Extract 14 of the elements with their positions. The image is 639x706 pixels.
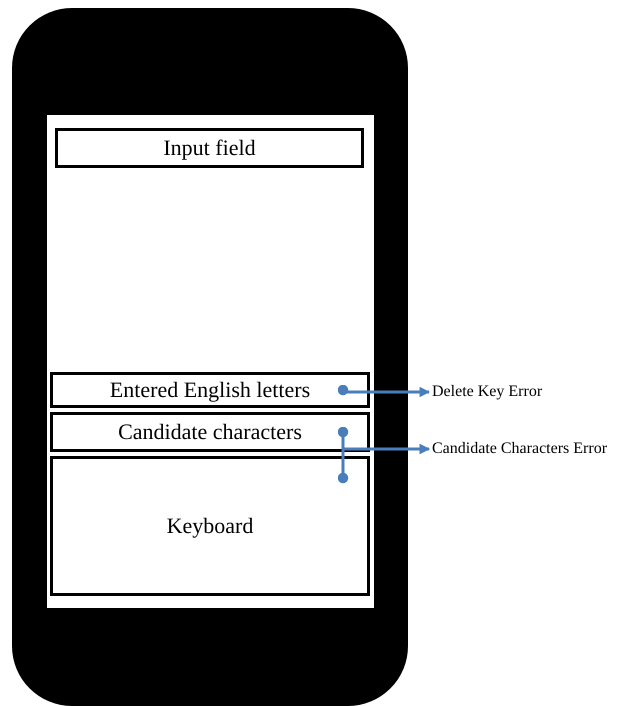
box-label: Input field (163, 135, 256, 161)
box-label: Candidate characters (118, 419, 302, 445)
candidates-box (50, 412, 370, 452)
box-label: Keyboard (166, 513, 254, 539)
box-label: Entered English letters (110, 377, 310, 403)
input-field-box (55, 128, 364, 168)
phone-body (12, 8, 408, 706)
arrow (338, 384, 430, 398)
callout-text: Candidate Characters Error (432, 437, 639, 461)
keyboard-box (50, 456, 370, 596)
phone-screen (47, 115, 374, 608)
letters-box (50, 372, 370, 408)
callout-text: Delete Key Error (432, 380, 632, 404)
arrow (338, 444, 430, 484)
